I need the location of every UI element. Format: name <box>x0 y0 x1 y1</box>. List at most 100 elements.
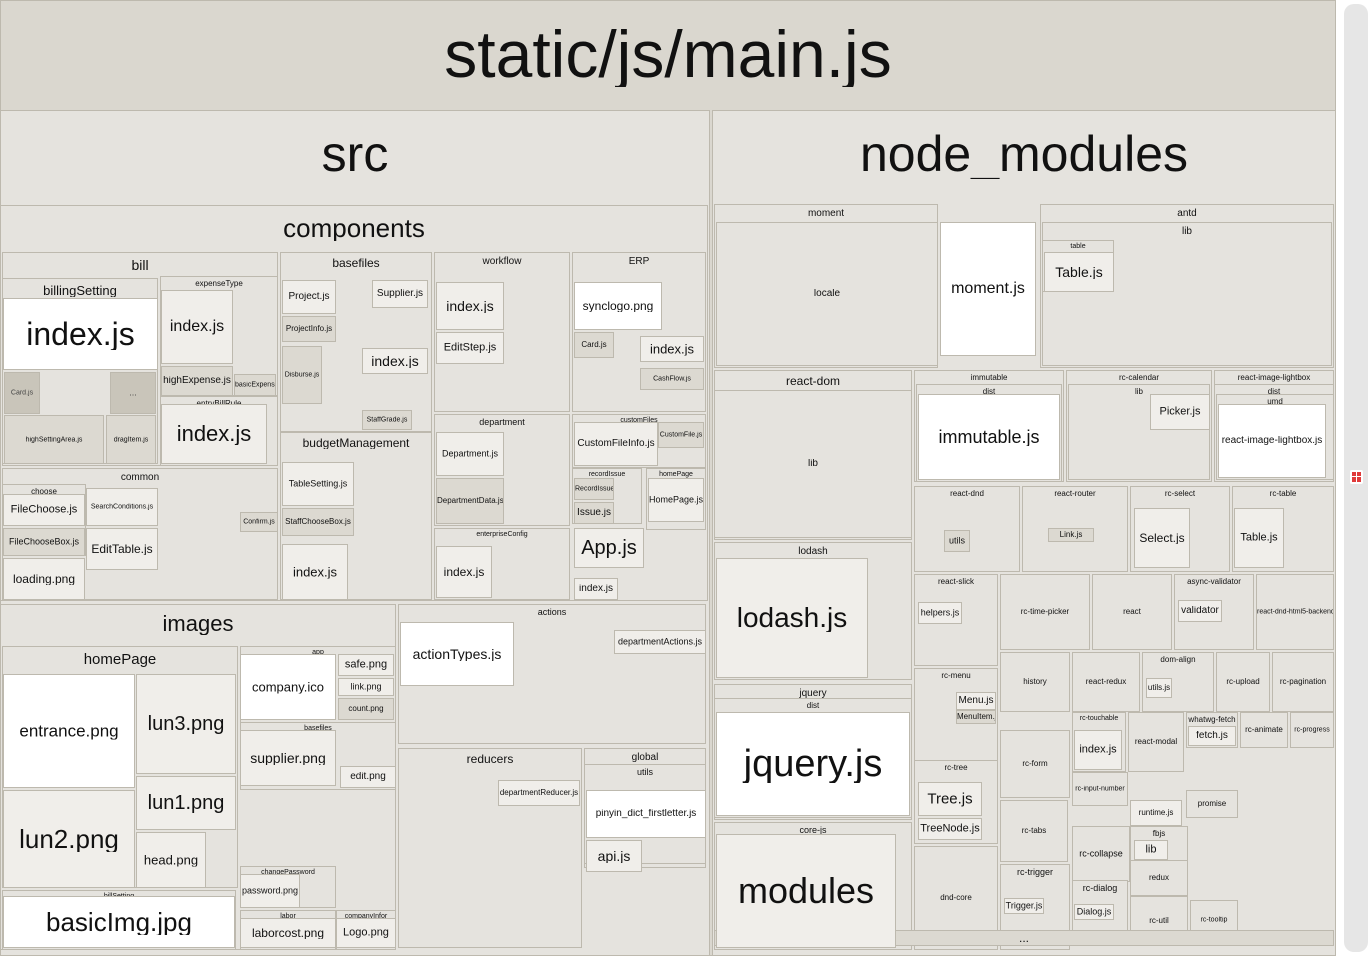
treemap-leaf-password-png[interactable]: password.png <box>240 874 300 908</box>
treemap-leaf-customfile-js[interactable]: CustomFile.js <box>658 422 704 448</box>
side-icon[interactable] <box>1350 470 1363 484</box>
treemap-leaf-highsettingarea-js[interactable]: highSettingArea.js <box>4 415 104 464</box>
treemap-leaf-app-js[interactable]: App.js <box>574 528 644 568</box>
treemap-leaf-index-js[interactable]: index.js <box>436 546 492 598</box>
treemap-leaf-history[interactable]: history <box>1000 652 1070 712</box>
treemap-leaf-rc-animate[interactable]: rc-animate <box>1240 712 1288 748</box>
treemap-leaf-utils-js[interactable]: utils.js <box>1146 678 1172 698</box>
treemap-leaf-rc-time-picker[interactable]: rc-time-picker <box>1000 574 1090 650</box>
treemap-leaf-lun3-png[interactable]: lun3.png <box>136 674 236 774</box>
treemap-leaf-supplier-js[interactable]: Supplier.js <box>372 280 428 308</box>
treemap-group-basefiles[interactable]: basefiles <box>280 252 432 432</box>
treemap-leaf-picker-js[interactable]: Picker.js <box>1150 394 1210 430</box>
treemap-leaf-redux[interactable]: redux <box>1130 860 1188 896</box>
treemap-leaf-customfileinfo-js[interactable]: CustomFileInfo.js <box>574 422 658 466</box>
treemap-leaf-dialog-js[interactable]: Dialog.js <box>1074 904 1114 920</box>
treemap-leaf-modules[interactable]: modules <box>716 834 896 948</box>
treemap-leaf-jquery-js[interactable]: jquery.js <box>716 712 910 816</box>
treemap-leaf-index-js[interactable]: index.js <box>3 298 158 370</box>
treemap-leaf-rc-pagination[interactable]: rc-pagination <box>1272 652 1334 712</box>
treemap-leaf-menuitem-js[interactable]: MenuItem.js <box>956 710 996 724</box>
treemap-leaf-locale[interactable]: locale <box>716 222 938 366</box>
treemap-leaf-api-js[interactable]: api.js <box>586 840 642 872</box>
treemap-group-reducers[interactable]: reducers <box>398 748 582 948</box>
treemap-leaf-editstep-js[interactable]: EditStep.js <box>436 332 504 364</box>
treemap-leaf-synclogo-png[interactable]: synclogo.png <box>574 282 662 330</box>
treemap-leaf-immutable-js[interactable]: immutable.js <box>918 394 1060 480</box>
treemap-leaf-confirm-js[interactable]: Confirm.js <box>240 512 278 532</box>
treemap-leaf-table-js[interactable]: Table.js <box>1234 508 1284 568</box>
treemap-leaf-searchconditions-js[interactable]: SearchConditions.js <box>86 488 158 526</box>
treemap-leaf-departmentactions-js[interactable]: departmentActions.js <box>614 630 706 654</box>
treemap-leaf-helpers-js[interactable]: helpers.js <box>918 602 962 624</box>
treemap-group-react-router[interactable]: react-router <box>1022 486 1128 572</box>
treemap-leaf-project-js[interactable]: Project.js <box>282 280 336 314</box>
treemap-leaf-select-js[interactable]: Select.js <box>1134 508 1190 568</box>
treemap-leaf-staffchoosebox-js[interactable]: StaffChooseBox.js <box>282 508 354 536</box>
treemap-leaf-index-js[interactable]: index.js <box>574 578 618 600</box>
treemap-leaf-edittable-js[interactable]: EditTable.js <box>86 528 158 570</box>
treemap-leaf-lodash-js[interactable]: lodash.js <box>716 558 868 678</box>
treemap-leaf-departmentreducer-js[interactable]: departmentReducer.js <box>498 780 580 806</box>
treemap-leaf-projectinfo-js[interactable]: ProjectInfo.js <box>282 316 336 342</box>
treemap-leaf-homepage-js[interactable]: HomePage.js <box>648 478 704 522</box>
treemap-leaf-table-js[interactable]: Table.js <box>1044 252 1114 292</box>
treemap-leaf-lib[interactable]: lib <box>1134 840 1168 860</box>
treemap-leaf-head-png[interactable]: head.png <box>136 832 206 888</box>
treemap-leaf-index-js[interactable]: index.js <box>161 404 267 464</box>
treemap-leaf-highexpense-js[interactable]: highExpense.js <box>161 366 233 396</box>
treemap-leaf-rc-form[interactable]: rc-form <box>1000 730 1070 798</box>
treemap-leaf-disburse-js[interactable]: Disburse.js <box>282 346 322 404</box>
treemap-leaf-lib[interactable]: lib <box>714 390 912 538</box>
treemap-leaf-rc-collapse[interactable]: rc-collapse <box>1072 826 1130 882</box>
treemap-leaf-filechoose-js[interactable]: FileChoose.js <box>3 494 85 526</box>
treemap-leaf-card-js[interactable]: Card.js <box>574 332 614 358</box>
treemap-leaf-card-js[interactable]: Card.js <box>4 372 40 414</box>
treemap-leaf-react-redux[interactable]: react-redux <box>1072 652 1140 712</box>
treemap-leaf-rc-input-number[interactable]: rc-input-number <box>1072 772 1128 806</box>
treemap-leaf-index-js[interactable]: index.js <box>362 348 428 374</box>
treemap-leaf-index-js[interactable]: index.js <box>161 290 233 364</box>
treemap-leaf-lun1-png[interactable]: lun1.png <box>136 776 236 830</box>
treemap-leaf-recordissue-js[interactable]: RecordIssue.js <box>574 478 614 500</box>
treemap-leaf-tree-js[interactable]: Tree.js <box>918 782 982 816</box>
treemap-leaf-react-image-lightbox-js[interactable]: react-image-lightbox.js <box>1218 404 1326 478</box>
treemap-leaf-logo-png[interactable]: Logo.png <box>336 918 396 948</box>
treemap-leaf-rc-upload[interactable]: rc-upload <box>1216 652 1270 712</box>
treemap-leaf-runtime-js[interactable]: runtime.js <box>1130 800 1182 826</box>
treemap-leaf-edit-png[interactable]: edit.png <box>340 766 396 788</box>
treemap-leaf-index-js[interactable]: index.js <box>640 336 704 362</box>
treemap-leaf-safe-png[interactable]: safe.png <box>338 654 394 676</box>
treemap-leaf-utils[interactable]: utils <box>944 530 970 552</box>
treemap-leaf-treenode-js[interactable]: TreeNode.js <box>918 818 982 840</box>
treemap-leaf-rc-tabs[interactable]: rc-tabs <box>1000 800 1068 862</box>
treemap-leaf-menu-js[interactable]: Menu.js <box>956 692 996 710</box>
treemap-leaf-rc-progress[interactable]: rc-progress <box>1290 712 1334 748</box>
treemap-leaf-dragitem-js[interactable]: dragItem.js <box>106 415 156 464</box>
treemap-leaf-tablesetting-js[interactable]: TableSetting.js <box>282 462 354 506</box>
treemap-leaf-loading-png[interactable]: loading.png <box>3 558 85 600</box>
treemap-leaf-company-ico[interactable]: company.ico <box>240 654 336 720</box>
treemap-leaf-cashflow-js[interactable]: CashFlow.js <box>640 368 704 390</box>
treemap-leaf-actiontypes-js[interactable]: actionTypes.js <box>400 622 514 686</box>
treemap-leaf-laborcost-png[interactable]: laborcost.png <box>240 918 336 948</box>
treemap-leaf-basicexpense-js[interactable]: basicExpense.js <box>234 374 276 396</box>
treemap-leaf-react-modal[interactable]: react-modal <box>1128 712 1184 772</box>
treemap-leaf-validator[interactable]: validator <box>1178 600 1222 622</box>
treemap-leaf-supplier-png[interactable]: supplier.png <box>240 730 336 786</box>
treemap-leaf-filechoosebox-js[interactable]: FileChooseBox.js <box>3 528 85 556</box>
treemap-leaf-basicimg-jpg[interactable]: basicImg.jpg <box>3 896 235 948</box>
treemap-leaf-react[interactable]: react <box>1092 574 1172 650</box>
treemap-leaf-react-dnd-html5-backend[interactable]: react-dnd-html5-backend <box>1256 574 1334 650</box>
treemap-leaf-index-js[interactable]: index.js <box>282 544 348 600</box>
treemap-leaf-link-png[interactable]: link.png <box>338 678 394 696</box>
treemap-leaf-issue-js[interactable]: Issue.js <box>574 502 614 524</box>
treemap-group-react-dnd[interactable]: react-dnd <box>914 486 1020 572</box>
treemap-leaf-departmentdata-js[interactable]: DepartmentData.js <box>436 478 504 524</box>
treemap-leaf-index-js[interactable]: index.js <box>1074 730 1122 770</box>
treemap-leaf-trigger-js[interactable]: Trigger.js <box>1004 898 1044 914</box>
treemap-leaf-count-png[interactable]: count.png <box>338 698 394 720</box>
treemap-leaf-link-js[interactable]: Link.js <box>1048 528 1094 542</box>
treemap-leaf-promise[interactable]: promise <box>1186 790 1238 818</box>
